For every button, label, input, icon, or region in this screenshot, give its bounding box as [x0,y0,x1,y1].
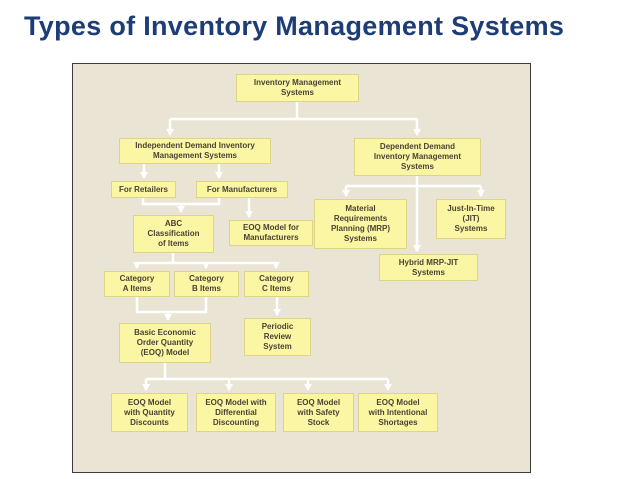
node-for-retailers: For Retailers [111,181,176,198]
node-periodic-review-system: Periodic Review System [244,318,311,356]
node-eoq-quantity-discounts: EOQ Model with Quantity Discounts [111,393,188,432]
node-eoq-model-for-manufacturers: EOQ Model for Manufacturers [229,220,313,246]
node-eoq-safety-stock: EOQ Model with Safety Stock [283,393,354,432]
connector-lines [133,102,485,391]
node-basic-eoq-model: Basic Economic Order Quantity (EOQ) Mode… [119,323,211,363]
node-category-a-items: Category A Items [104,271,170,297]
diagram-canvas: Inventory Management Systems Independent… [72,63,531,473]
node-inventory-management-systems: Inventory Management Systems [236,74,359,102]
node-eoq-differential-discounting: EOQ Model with Differential Discounting [196,393,276,432]
node-mrp-systems: Material Requirements Planning (MRP) Sys… [314,199,407,249]
page-title: Types of Inventory Management Systems [24,11,565,41]
node-for-manufacturers: For Manufacturers [196,181,288,198]
node-jit-systems: Just-In-Time (JIT) Systems [436,199,506,239]
node-hybrid-mrp-jit: Hybrid MRP-JIT Systems [379,254,478,281]
node-category-c-items: Category C Items [244,271,309,297]
node-abc-classification: ABC Classification of Items [133,215,214,253]
node-independent-demand-systems: Independent Demand Inventory Management … [119,138,271,164]
node-eoq-intentional-shortages: EOQ Model with Intentional Shortages [358,393,438,432]
node-dependent-demand-systems: Dependent Demand Inventory Management Sy… [354,138,481,176]
node-category-b-items: Category B Items [174,271,239,297]
